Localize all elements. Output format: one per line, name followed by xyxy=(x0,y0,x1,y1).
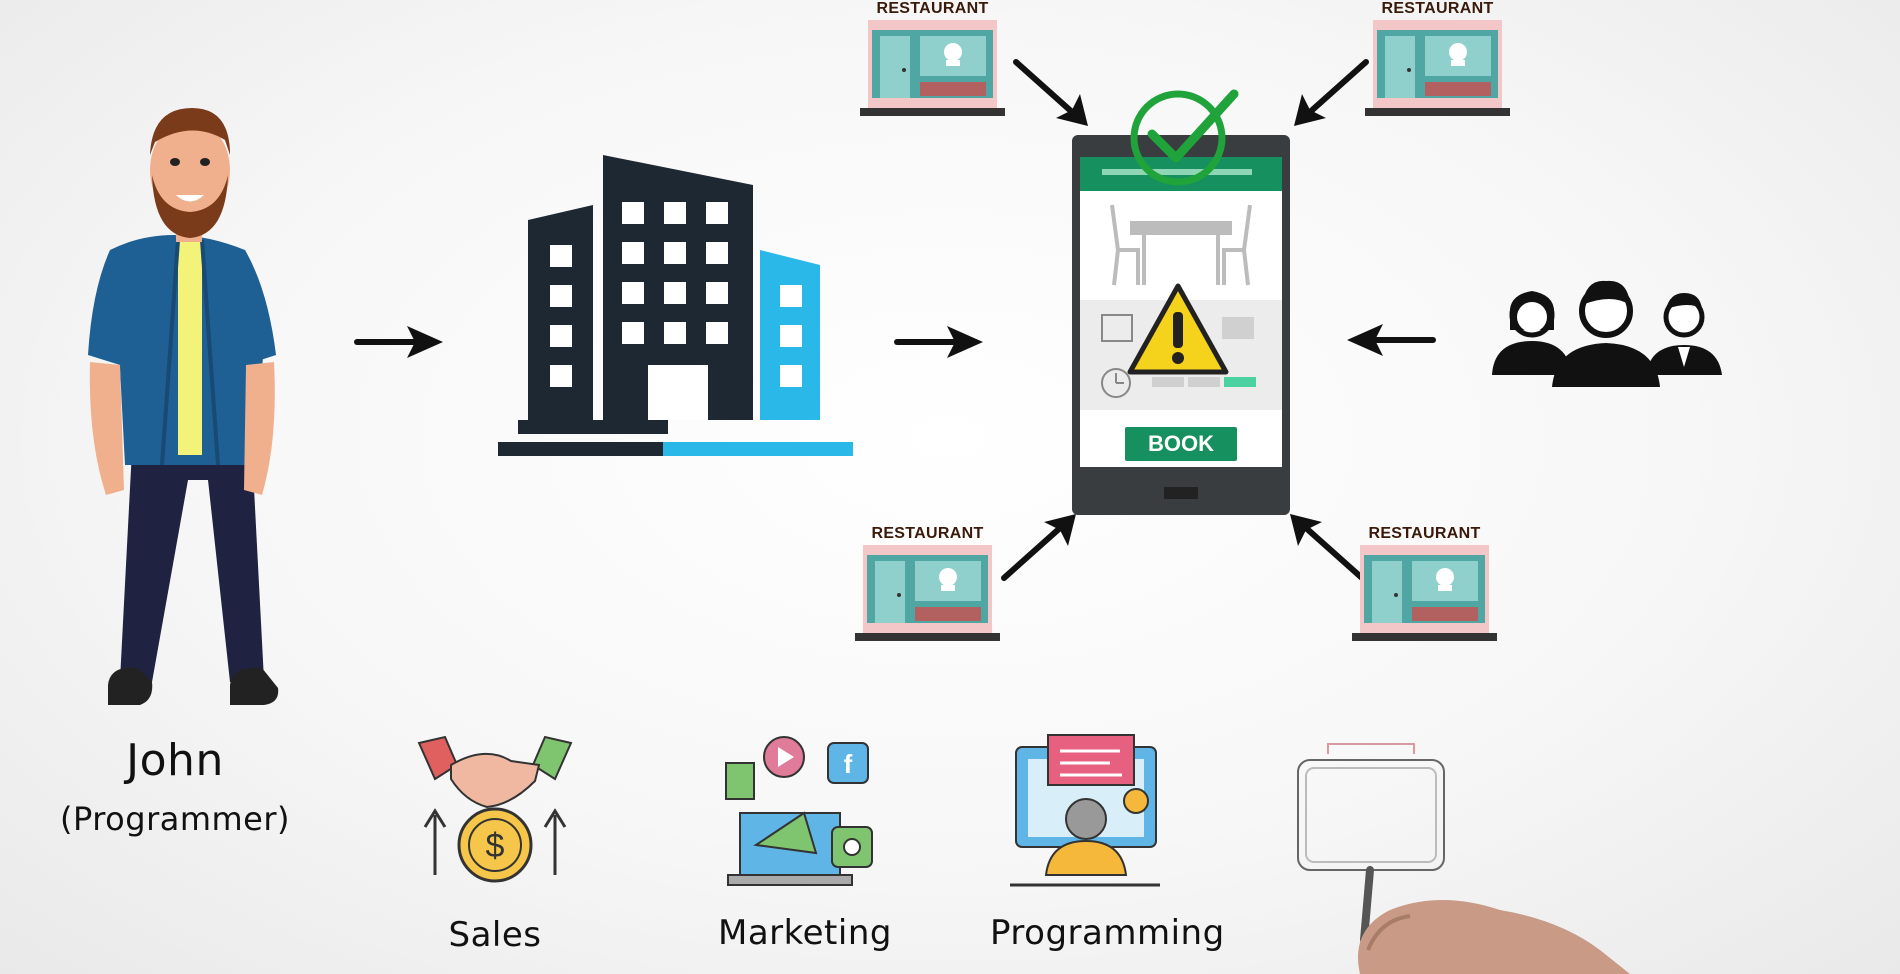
person-role: (Programmer) xyxy=(60,800,290,838)
arrow-down-left-icon xyxy=(1294,59,1369,126)
arrow-right-icon xyxy=(894,326,983,358)
restaurant-storefront-icon xyxy=(855,545,1000,641)
restaurant-card-top-right: RESTAURANT xyxy=(1365,0,1510,122)
arrow-down-right-icon xyxy=(1013,59,1088,126)
handshake-coin-icon: $ xyxy=(417,735,573,883)
warning-icon xyxy=(1127,283,1229,375)
arrow-up-right-icon xyxy=(1001,514,1076,581)
users-group-icon xyxy=(1490,275,1730,395)
drawing-hand-icon xyxy=(1358,866,1630,974)
department-programming: Programming xyxy=(990,734,1225,965)
restaurant-card-top-left: RESTAURANT xyxy=(860,0,1005,122)
office-building-icon xyxy=(498,150,858,460)
restaurant-storefront-icon xyxy=(1352,545,1497,641)
arrow-right-icon xyxy=(354,326,443,358)
department-label: Programming xyxy=(990,913,1225,953)
restaurant-label: RESTAURANT xyxy=(1368,525,1481,542)
svg-text:$: $ xyxy=(486,827,505,865)
unfinished-sketch-icon xyxy=(1297,743,1445,871)
restaurant-storefront-icon xyxy=(1365,20,1510,116)
restaurant-card-bottom-left: RESTAURANT xyxy=(855,525,1000,647)
megaphone-laptop-icon: f xyxy=(725,736,873,886)
checkmark-icon xyxy=(1130,89,1239,186)
department-label: Sales xyxy=(448,915,542,955)
department-label: Marketing xyxy=(718,913,892,953)
developer-monitor-icon xyxy=(1010,734,1160,887)
restaurant-label: RESTAURANT xyxy=(1381,0,1494,17)
svg-text:f: f xyxy=(844,749,853,779)
restaurant-label: RESTAURANT xyxy=(876,0,989,17)
restaurant-card-bottom-right: RESTAURANT xyxy=(1352,525,1497,647)
person-name: John xyxy=(126,735,224,786)
restaurant-label: RESTAURANT xyxy=(871,525,984,542)
department-marketing: f Marketing xyxy=(710,735,900,965)
john-character xyxy=(80,100,310,720)
arrow-up-left-icon xyxy=(1290,514,1365,581)
department-sales: $ Sales xyxy=(400,735,590,965)
book-button[interactable]: BOOK xyxy=(1125,427,1237,461)
arrow-left-icon xyxy=(1347,324,1436,356)
restaurant-storefront-icon xyxy=(860,20,1005,116)
